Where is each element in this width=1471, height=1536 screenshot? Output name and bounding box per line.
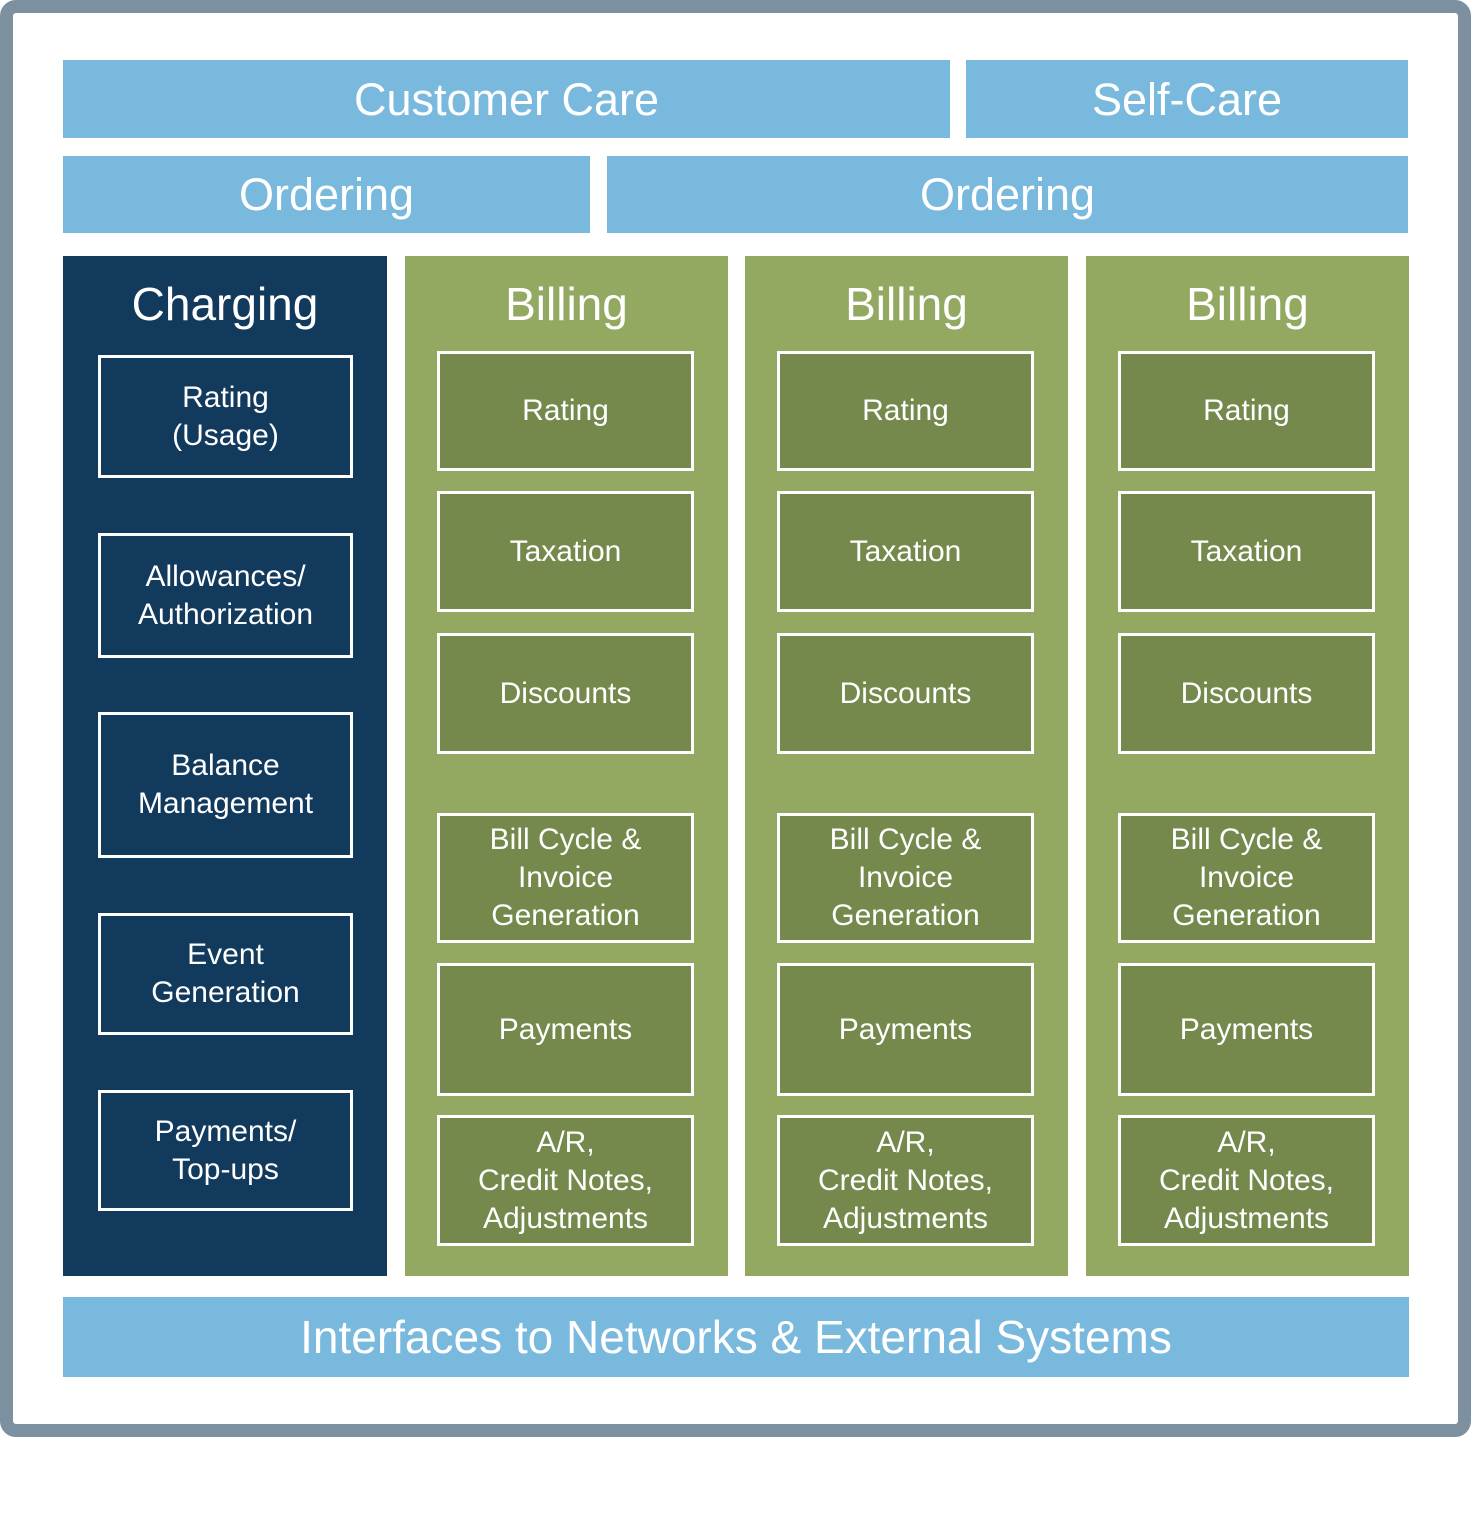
charging-box-balance-management: Balance Management [98,712,353,858]
billing-1-box-discounts: Discounts [437,633,694,754]
billing-2-box-bill-cycle-invoice-generation: Bill Cycle & Invoice Generation [777,813,1034,943]
charging-box-allowances-authorization: Allowances/ Authorization [98,533,353,658]
billing-3-box-rating: Rating [1118,351,1375,471]
billing-column-1: Billing Rating Taxation Discounts Bill C… [405,256,728,1276]
billing-3-box-payments: Payments [1118,963,1375,1096]
customer-care-label: Customer Care [353,73,660,125]
billing-column-3: Billing Rating Taxation Discounts Bill C… [1086,256,1409,1276]
billing-1-box-payments: Payments [437,963,694,1096]
billing-1-box-ar-credit-notes-adjustments: A/R, Credit Notes, Adjustments [437,1115,694,1246]
billing-1-box-rating: Rating [437,351,694,471]
billing-2-box-ar-credit-notes-adjustments: A/R, Credit Notes, Adjustments [777,1115,1034,1246]
billing-3-box-ar-credit-notes-adjustments: A/R, Credit Notes, Adjustments [1118,1115,1375,1246]
charging-box-payments-topups: Payments/ Top-ups [98,1090,353,1211]
charging-column: Charging Rating (Usage) Allowances/ Auth… [63,256,387,1276]
billing-column-2: Billing Rating Taxation Discounts Bill C… [745,256,1068,1276]
billing-2-box-payments: Payments [777,963,1034,1096]
interfaces-label: Interfaces to Networks & External System… [300,1311,1172,1363]
charging-box-event-generation: Event Generation [98,913,353,1035]
billing-2-box-rating: Rating [777,351,1034,471]
interfaces-bar: Interfaces to Networks & External System… [63,1297,1409,1377]
ordering-right-bar: Ordering [607,156,1408,233]
billing-1-box-bill-cycle-invoice-generation: Bill Cycle & Invoice Generation [437,813,694,943]
billing-2-title: Billing [845,278,968,330]
billing-2-box-taxation: Taxation [777,491,1034,612]
ordering-left-bar: Ordering [63,156,590,233]
self-care-label: Self-Care [1091,73,1283,125]
self-care-bar: Self-Care [966,60,1408,138]
charging-box-rating-usage: Rating (Usage) [98,355,353,478]
charging-title: Charging [131,278,319,330]
customer-care-bar: Customer Care [63,60,950,138]
billing-1-title: Billing [505,278,628,330]
billing-3-box-discounts: Discounts [1118,633,1375,754]
billing-3-box-taxation: Taxation [1118,491,1375,612]
billing-1-box-taxation: Taxation [437,491,694,612]
billing-3-box-bill-cycle-invoice-generation: Bill Cycle & Invoice Generation [1118,813,1375,943]
ordering-right-label: Ordering [919,169,1096,220]
billing-3-title: Billing [1186,278,1309,330]
billing-2-box-discounts: Discounts [777,633,1034,754]
ordering-left-label: Ordering [238,169,415,220]
